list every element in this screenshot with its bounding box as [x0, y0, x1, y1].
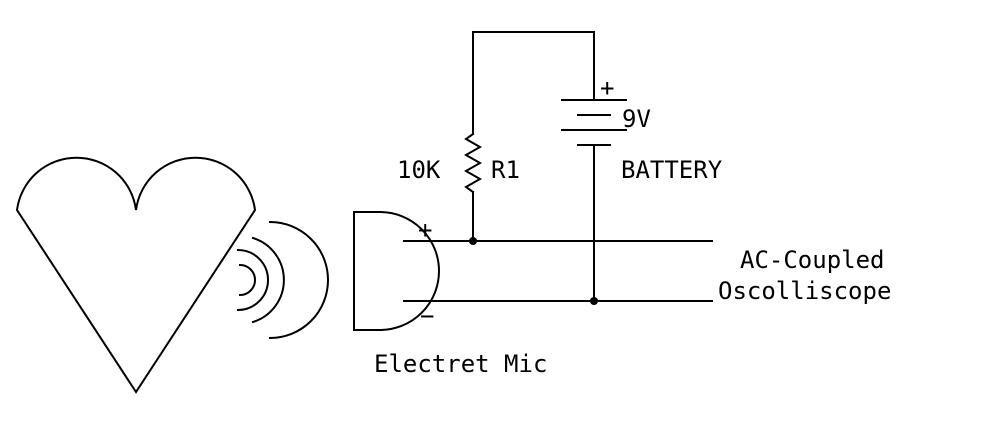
battery-plus-label: +: [600, 74, 614, 102]
mic-plus-label: +: [418, 216, 432, 244]
heart-icon: [15, 156, 257, 394]
output-label-line2: Oscolliscope: [718, 277, 891, 305]
sound-wave-icon: [236, 220, 329, 340]
resistor-name-label: R1: [491, 156, 520, 184]
resistance-label: 10K: [397, 156, 441, 184]
microphone-icon: [353, 211, 440, 331]
mic-label: Electret Mic: [374, 350, 547, 378]
junction-dot-negative: [590, 297, 598, 305]
output-label-line1: AC-Coupled: [740, 246, 885, 274]
mic-minus-label: −: [420, 302, 434, 330]
top-wire: [472, 31, 595, 101]
resistor-symbol: [463, 31, 483, 242]
battery-label: BATTERY: [621, 156, 723, 184]
battery-symbol: [561, 99, 627, 302]
junction-dot-positive: [469, 237, 477, 245]
battery-voltage-label: 9V: [622, 105, 651, 133]
